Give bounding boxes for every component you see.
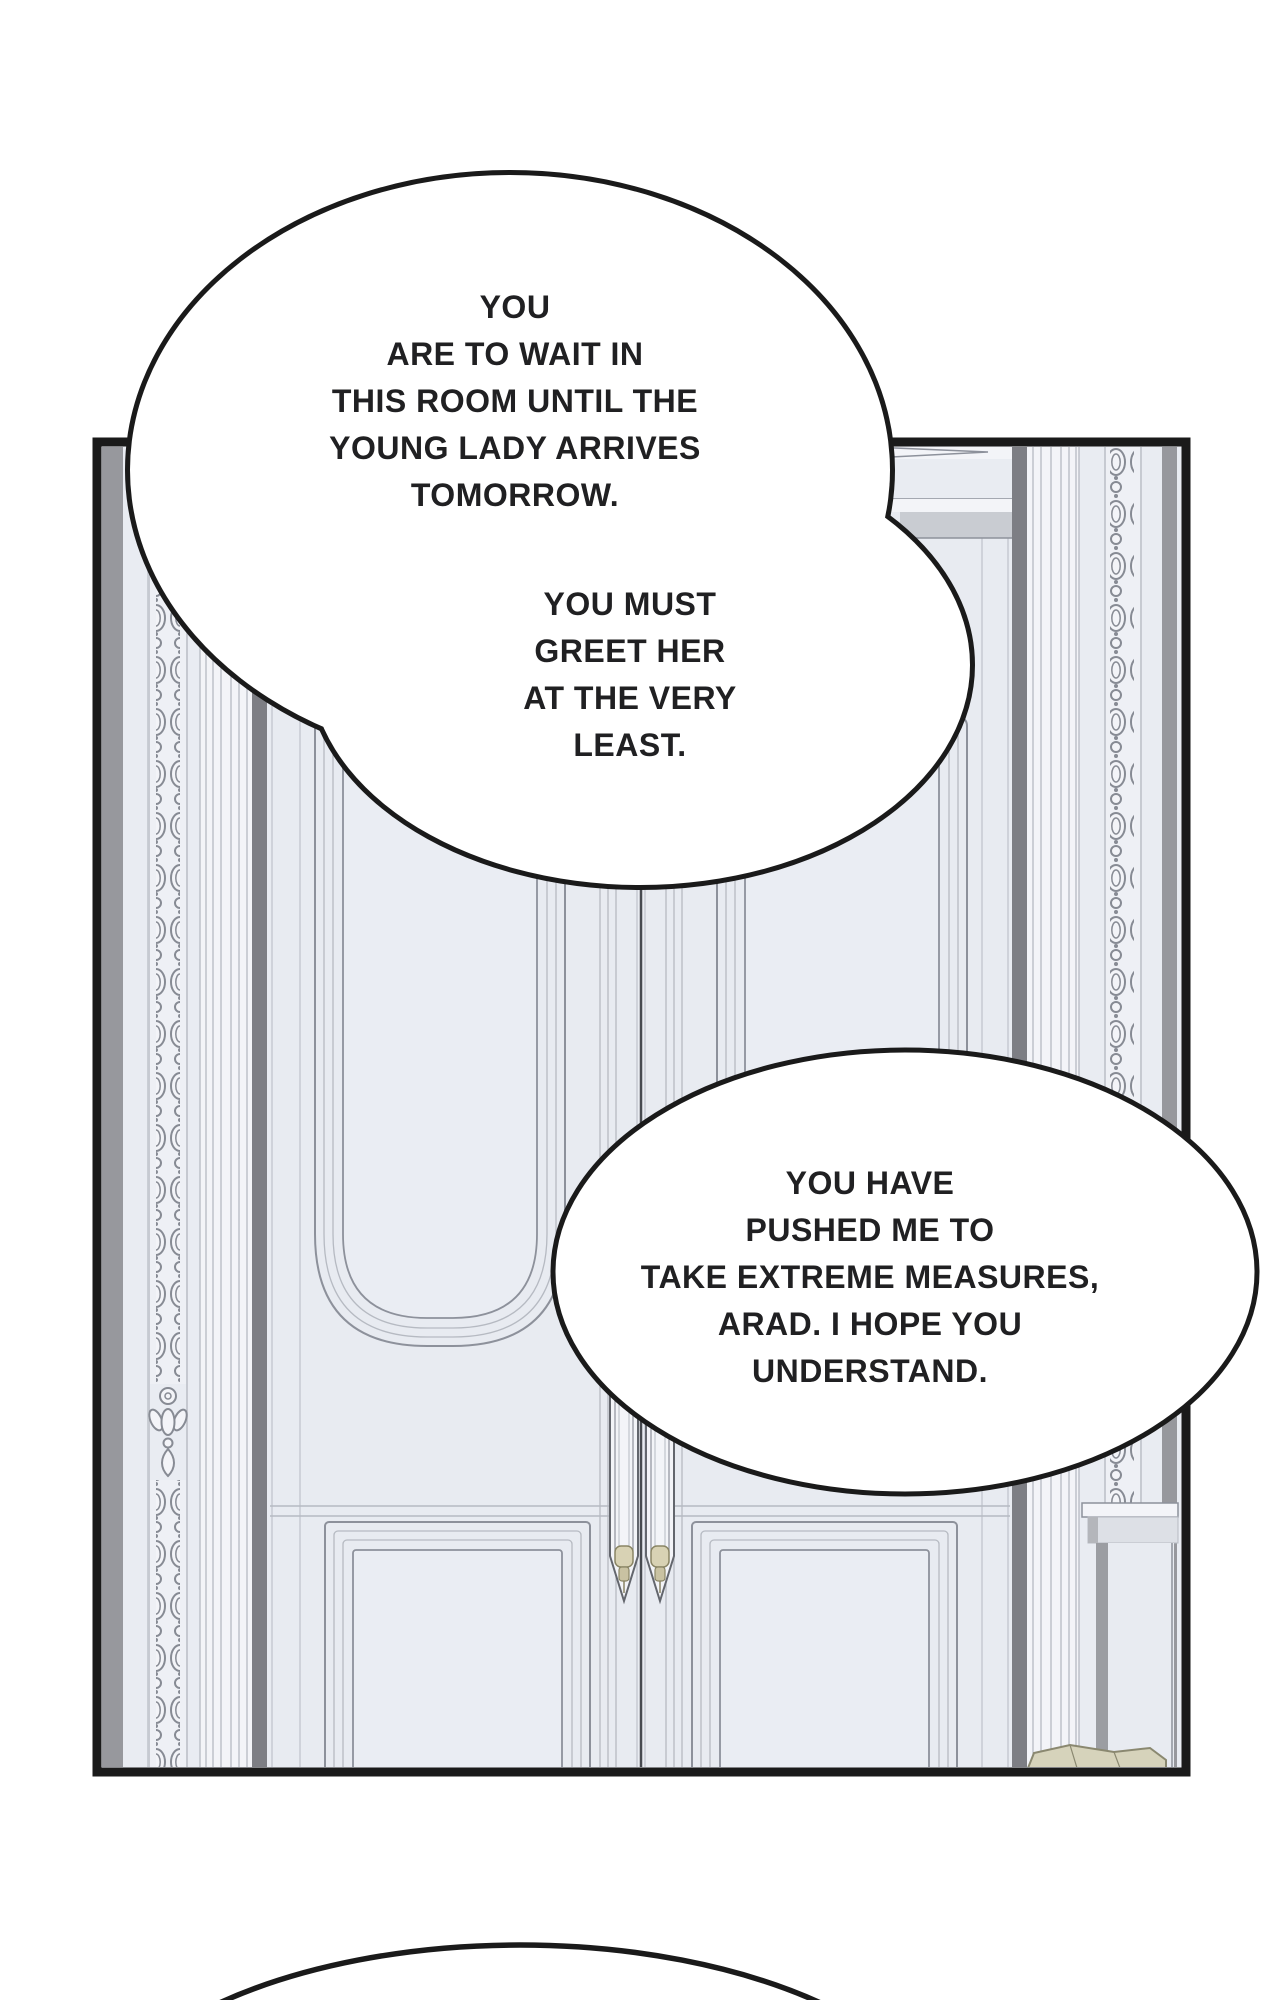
bubble-text-line: THIS ROOM UNTIL THE (331, 383, 699, 419)
bubble-text-line: ARE TO WAIT IN (386, 336, 644, 372)
bubble-2-text: YOU HAVE PUSHED ME TO TAKE EXTREME MEASU… (590, 1160, 1150, 1395)
bubble-1-text-b: YOU MUST GREET HER AT THE VERY LEAST. (420, 581, 840, 769)
chain-ornament-left (156, 447, 180, 1767)
planter-basin (1027, 1743, 1167, 1767)
bubble-text-line: TOMORROW. (410, 477, 620, 513)
speech-bubble-3 (219, 1942, 821, 2000)
speech-bubble-1 (125, 170, 975, 890)
bubble-text-line: UNDERSTAND. (751, 1353, 988, 1389)
left-door-lower-panel (324, 1521, 591, 1767)
bubble-text-line: GREET HER (534, 633, 726, 669)
bubble-text-line: YOUNG LADY ARRIVES (329, 430, 701, 466)
right-door-lower-panel (691, 1521, 958, 1767)
bubble-text-line: PUSHED ME TO (745, 1212, 995, 1248)
pedestal (1081, 1502, 1179, 1767)
bubble-text-line: YOU (479, 289, 551, 325)
bubble-text-line: YOU MUST (543, 586, 717, 622)
door-lintel (868, 447, 1012, 539)
lintel-chevron (871, 447, 989, 459)
bubble-text-line: ARAD. I HOPE YOU (717, 1306, 1023, 1342)
bubble-text-line: YOU HAVE (785, 1165, 955, 1201)
lock-rail (270, 1505, 1010, 1517)
bubble-text-line: LEAST. (573, 727, 687, 763)
left-wall (102, 447, 267, 1767)
bubble-text-line: TAKE EXTREME MEASURES, (640, 1259, 1100, 1295)
wall-pendant-ornament (148, 1384, 188, 1480)
speech-bubble-2 (550, 1047, 1260, 1497)
bubble-text-line: AT THE VERY (523, 680, 737, 716)
bubble-1-text-a: YOU ARE TO WAIT IN THIS ROOM UNTIL THE Y… (285, 284, 745, 519)
